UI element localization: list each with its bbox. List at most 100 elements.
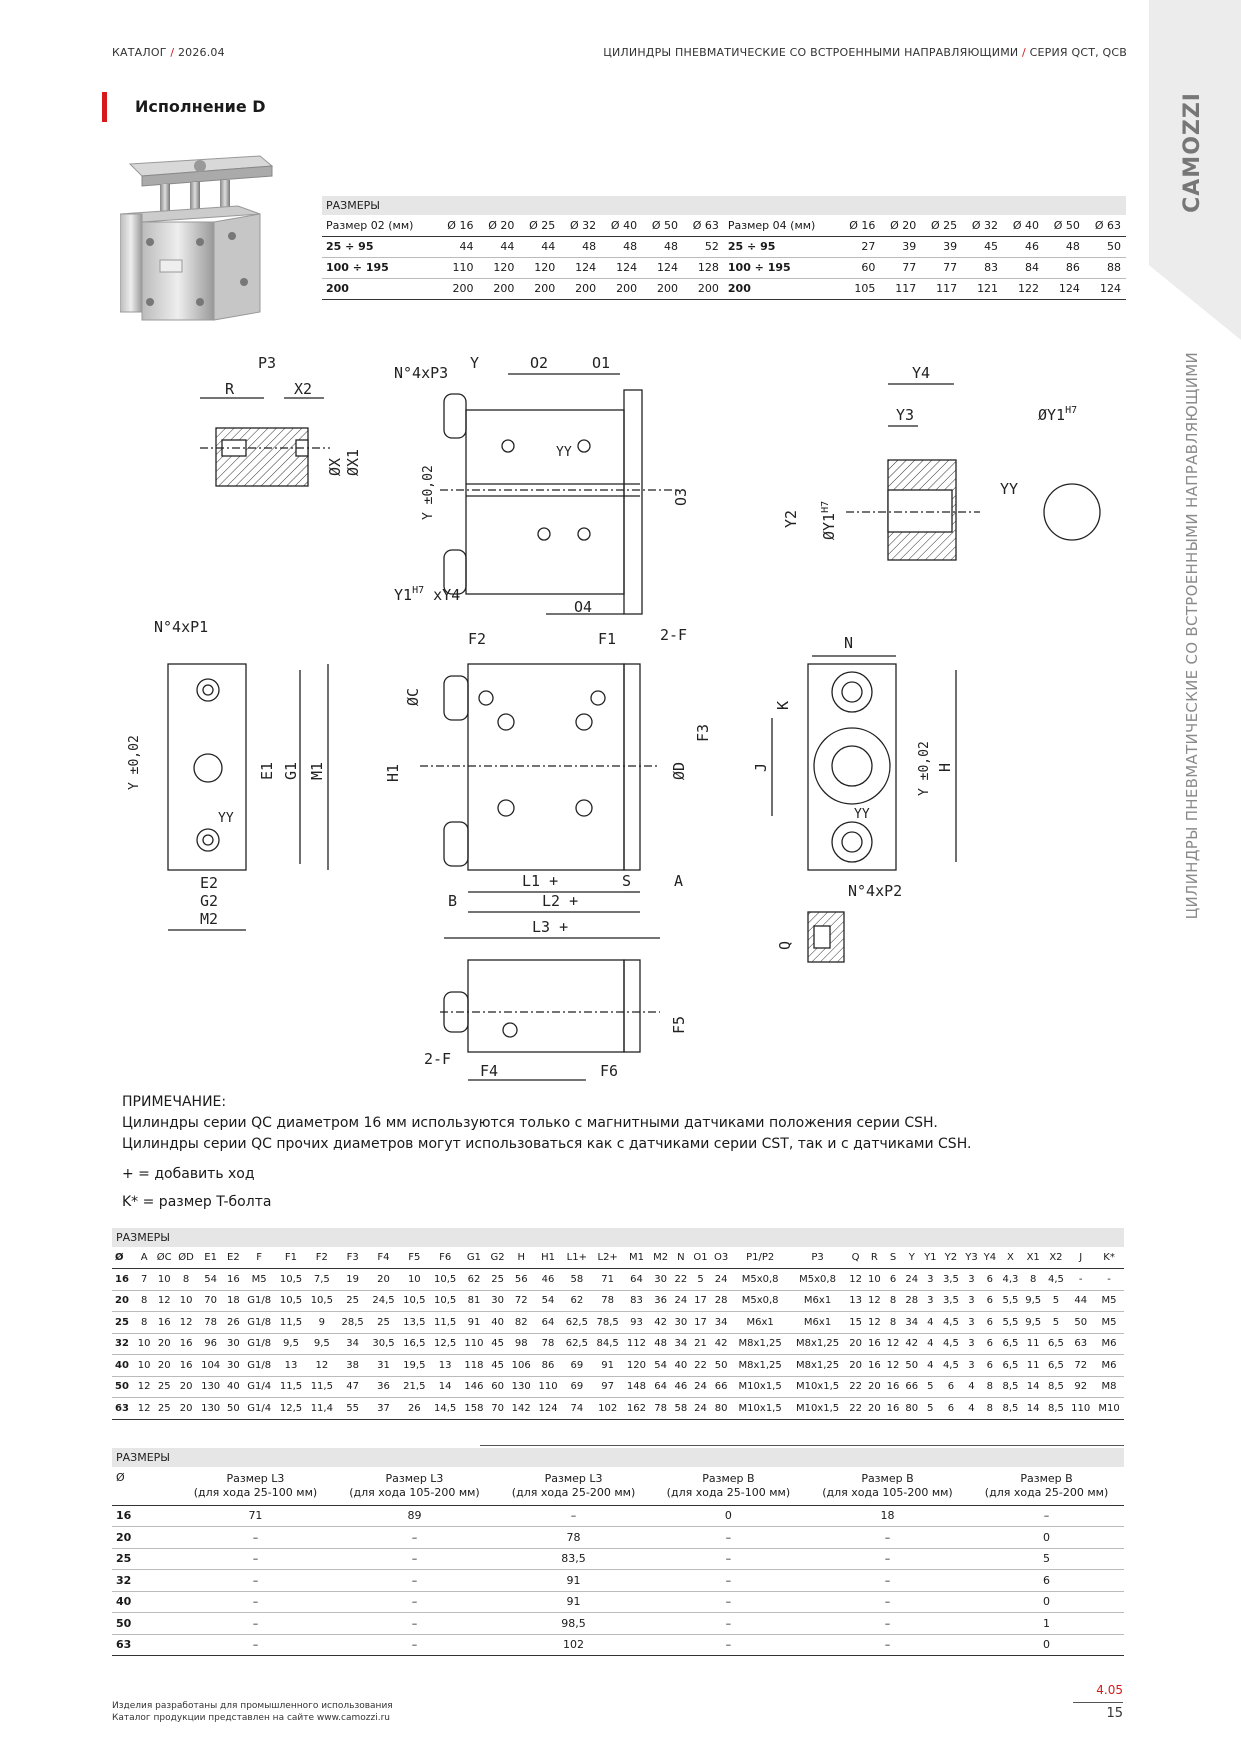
- header-cell: Ø 20: [880, 215, 922, 237]
- table-cell: 25: [368, 1311, 399, 1334]
- table-cell: 1: [969, 1612, 1124, 1635]
- label-y3: Y3: [896, 406, 914, 424]
- table-cell: 8: [174, 1268, 198, 1291]
- table-cell: 8,5: [999, 1397, 1022, 1420]
- table-cell: 78,5: [592, 1311, 624, 1334]
- label-b: B: [448, 892, 457, 910]
- table-cell: 4: [962, 1376, 981, 1398]
- table-cell: 8: [883, 1311, 903, 1334]
- header-cell: Размер L3(для хода 25-200 мм): [496, 1467, 651, 1506]
- table-cell: 34: [902, 1311, 922, 1334]
- table-cell: 78: [592, 1290, 624, 1312]
- table-cell: 46: [534, 1268, 562, 1291]
- table-cell: F3: [337, 1247, 369, 1269]
- table-cell: 84,5: [592, 1333, 624, 1355]
- table-cell: 12: [134, 1397, 154, 1420]
- table-cell: 8: [1021, 1268, 1045, 1291]
- table-cell: M5x0,8: [731, 1290, 789, 1312]
- label-o2: O2: [530, 354, 548, 372]
- bottom-view: F5 2-F F4 F6: [424, 959, 688, 1081]
- table-cell: 13: [275, 1354, 307, 1377]
- table-cell: F5: [398, 1247, 430, 1269]
- table-cell: 42: [902, 1333, 922, 1355]
- label-y2: Y2: [782, 510, 800, 528]
- table-cell: F6: [429, 1247, 461, 1269]
- table-cell: 62: [561, 1290, 593, 1312]
- table-cell: 16: [112, 1268, 135, 1291]
- table-cell: 14: [1021, 1376, 1045, 1398]
- table-cell: –: [332, 1591, 497, 1613]
- table-caption: РАЗМЕРЫ: [112, 1448, 1124, 1467]
- table-cell: 16: [112, 1505, 178, 1527]
- table-cell: 4: [921, 1311, 940, 1334]
- header-title: Размер B: [1020, 1471, 1073, 1485]
- table-cell: 34: [710, 1311, 732, 1334]
- label-yy-detail: YY: [1000, 480, 1018, 498]
- table-cell: 8: [134, 1290, 154, 1312]
- table-cell: 0: [650, 1505, 806, 1527]
- label-p3: P3: [258, 354, 276, 372]
- table-cell: Y: [902, 1247, 922, 1269]
- header-cell: Ø 32: [560, 215, 602, 237]
- table-cell: 6: [939, 1397, 963, 1420]
- table-cell: 102: [592, 1397, 624, 1420]
- table-cell: 78: [496, 1526, 651, 1549]
- end-view-left: N°4xP1 YY Y ±0,02 E1 G1 M1 E2 G2 M2: [127, 618, 329, 931]
- table-cell: 12: [864, 1290, 884, 1312]
- table-cell: M2: [649, 1247, 672, 1269]
- table-cell: 130: [197, 1376, 225, 1398]
- table-cell: 80: [902, 1397, 922, 1420]
- table-cell: 25: [112, 1311, 135, 1334]
- brand-logo: CAMOZZI: [1180, 92, 1205, 213]
- table-cell: 40: [224, 1376, 243, 1398]
- table-cell: 13,5: [398, 1311, 430, 1334]
- table-cell: 12: [883, 1333, 903, 1355]
- table-cell: 47: [337, 1376, 369, 1398]
- table-cell: 17: [690, 1290, 711, 1312]
- table-cell: 9,5: [306, 1333, 338, 1355]
- label-r: R: [225, 380, 235, 398]
- table-cell: M10: [1094, 1397, 1124, 1420]
- table-cell: 5: [1044, 1290, 1068, 1312]
- table-cell: 30: [487, 1290, 508, 1312]
- table-cell: 42: [710, 1333, 732, 1355]
- table-cell: 20: [846, 1333, 865, 1355]
- svg-text:ØY1H7: ØY1H7: [1038, 405, 1077, 424]
- table-cell: –: [650, 1634, 806, 1656]
- table-cell: 124: [534, 1397, 562, 1420]
- label-j: J: [752, 763, 770, 772]
- table-cell: 63: [1067, 1333, 1095, 1355]
- table-cell: 102: [496, 1634, 651, 1656]
- table-cell: 74: [561, 1397, 593, 1420]
- table-cell: 110: [460, 1333, 488, 1355]
- table-cell: 162: [623, 1397, 650, 1420]
- table-cell: 12: [134, 1376, 154, 1398]
- table-cell: 16: [153, 1311, 175, 1334]
- table-cell: 40: [112, 1591, 178, 1613]
- table-cell: 146: [460, 1376, 488, 1398]
- label-n: N: [844, 634, 853, 652]
- table-cell: 14,5: [429, 1397, 461, 1420]
- footer-text: Изделия разработаны для промышленного ис…: [112, 1700, 393, 1724]
- label-g1: G1: [282, 762, 300, 780]
- label-q: Q: [776, 941, 794, 950]
- table-cell: 142: [507, 1397, 535, 1420]
- header-cell: Ø 16: [839, 215, 881, 237]
- table-cell: 0: [969, 1634, 1124, 1656]
- table-cell: –: [332, 1569, 497, 1592]
- table-cell: 31: [368, 1354, 399, 1377]
- label-n4p3: N°4xP3: [394, 364, 448, 382]
- page-rule: [1073, 1702, 1123, 1703]
- table-cell: 26: [398, 1397, 430, 1420]
- table-cell: 54: [649, 1354, 672, 1377]
- table-cell: –: [805, 1612, 970, 1635]
- table-cell: 10,5: [275, 1268, 307, 1291]
- table-cell: 112: [623, 1333, 650, 1355]
- table-cell: 54: [534, 1290, 562, 1312]
- header-title: Размер L3: [385, 1471, 444, 1485]
- table-cell: 62,5: [561, 1333, 593, 1355]
- table-cell: 6,5: [1044, 1333, 1068, 1355]
